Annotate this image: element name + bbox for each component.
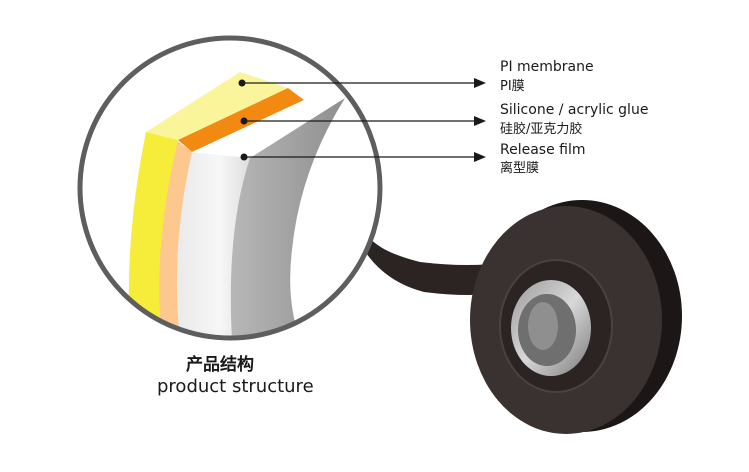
layer-release-film: [174, 152, 250, 338]
release-film-curl: [226, 98, 345, 338]
caption: 产品结构 product structure: [157, 354, 314, 397]
label-glue-zh: 硅胶/亚克力胶: [500, 121, 582, 137]
leader-release-film: [240, 152, 486, 162]
caption-zh: 产品结构: [186, 354, 254, 375]
zoom-circle-outline: [77, 35, 383, 341]
leader-glue: [240, 116, 486, 126]
label-pi-membrane-zh: PI膜: [500, 79, 525, 94]
tape-roll-bore-highlight: [528, 302, 558, 350]
layer-pi-membrane: [128, 132, 178, 338]
tape-roll: [364, 200, 682, 434]
tape-strip: [364, 236, 512, 295]
label-glue-en: Silicone / acrylic glue: [500, 102, 648, 118]
leader-pi-membrane: [238, 78, 486, 88]
label-pi-membrane-en: PI membrane: [500, 59, 594, 75]
caption-en: product structure: [157, 376, 314, 397]
label-release-film-en: Release film: [500, 142, 586, 158]
release-film-top: [192, 98, 345, 158]
pi-membrane-top: [146, 72, 288, 140]
callout-labels: PI membrane PI膜 Silicone / acrylic glue …: [500, 59, 648, 176]
zoom-circle: [77, 35, 383, 341]
label-release-film-zh: 离型膜: [500, 160, 539, 176]
callout-leaders: [238, 78, 486, 162]
